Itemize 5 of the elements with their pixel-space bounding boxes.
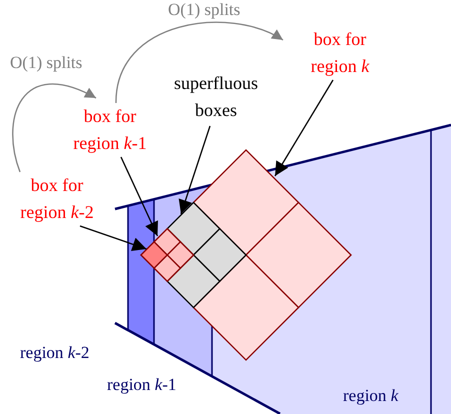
edge-label: O(1) splits [168, 0, 240, 20]
edge-label: O(1) splits [10, 53, 82, 73]
region-label: region k [343, 386, 398, 406]
region-label: region k-1 [107, 375, 176, 395]
region-label: region k-2 [20, 343, 90, 363]
